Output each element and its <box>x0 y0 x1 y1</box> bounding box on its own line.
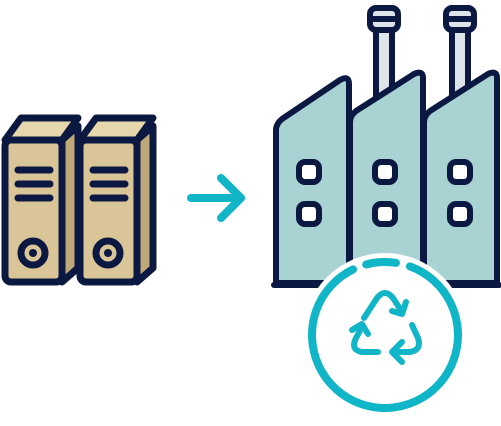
factory-icon <box>271 5 501 288</box>
arrow-right-icon <box>187 174 245 222</box>
factory-windows <box>296 159 473 227</box>
binder-ring-holes <box>29 249 112 257</box>
binders-icon <box>1 114 157 286</box>
recycle-badge <box>303 253 467 417</box>
recycle-icon <box>349 290 422 365</box>
